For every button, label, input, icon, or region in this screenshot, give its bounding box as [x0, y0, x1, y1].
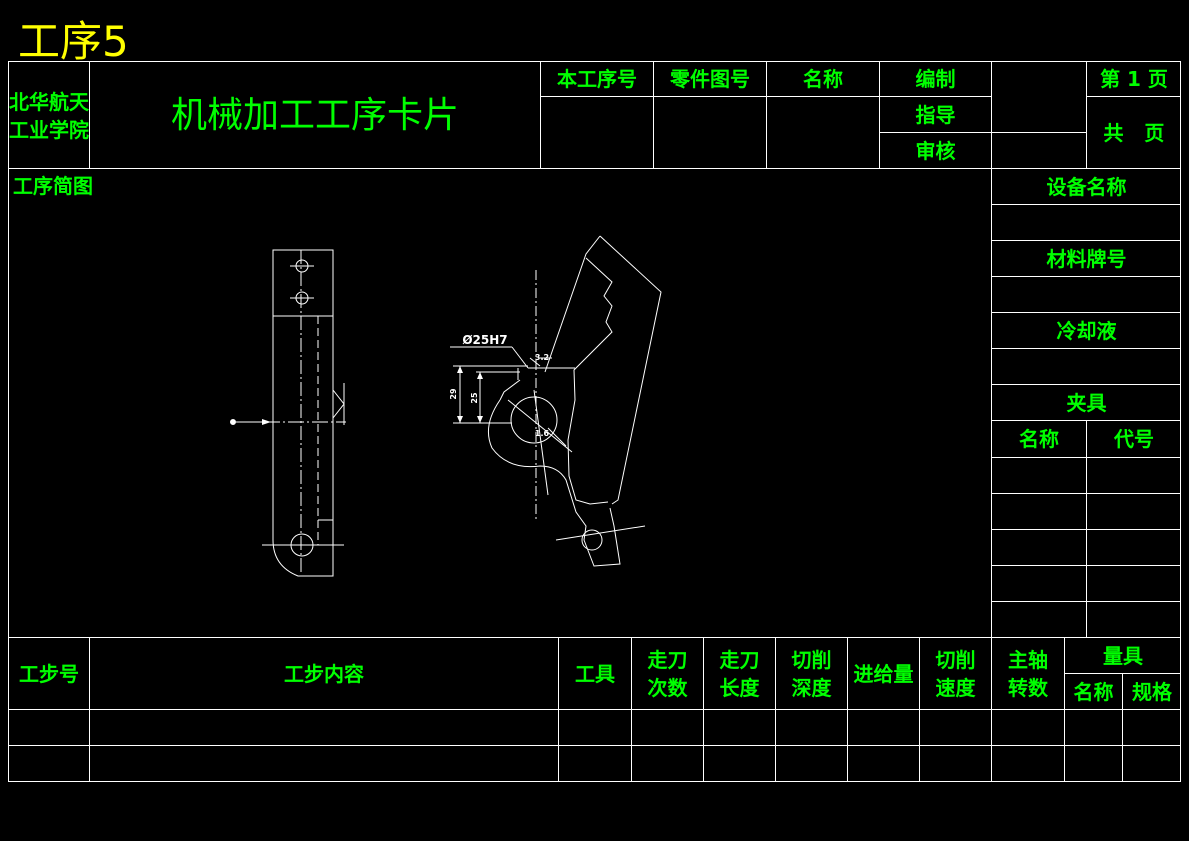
- col-spindle: 主轴 转数: [992, 638, 1064, 709]
- col-length: 走刀 长度: [704, 638, 775, 709]
- col-speed-line-1: 切削: [935, 647, 976, 672]
- col-depth-line-2: 深度: [791, 675, 832, 700]
- header-prepared: 编制: [915, 67, 956, 91]
- sheet-title: 工序5: [18, 17, 129, 66]
- header-op-no: 本工序号: [557, 67, 637, 91]
- col-speed-line-2: 速度: [935, 675, 976, 700]
- col-step-content: 工步内容: [284, 661, 364, 686]
- fixture-label: 夹具: [1066, 390, 1107, 415]
- col-passes: 走刀 次数: [632, 638, 703, 709]
- material-label: 材料牌号: [1046, 246, 1127, 271]
- col-passes-line-2: 次数: [647, 675, 688, 700]
- col-speed: 切削 速度: [920, 638, 991, 709]
- total-pages: 共 页: [1103, 120, 1165, 145]
- col-spindle-line-1: 主轴: [1008, 647, 1048, 672]
- header-part-no: 零件图号: [670, 67, 750, 91]
- header-guidance: 指导: [915, 102, 956, 127]
- col-gauge-name: 名称: [1073, 679, 1114, 704]
- page-number: 第 1 页: [1100, 67, 1168, 91]
- dimension-c: 1.6: [534, 429, 550, 438]
- fixture-name-label: 名称: [1019, 427, 1059, 451]
- col-gauge-spec: 规格: [1132, 679, 1172, 704]
- surface-roughness: 3.2: [534, 353, 550, 362]
- col-feed: 进给量: [853, 661, 914, 686]
- col-depth: 切削 深度: [776, 638, 847, 709]
- col-depth-line-1: 切削: [791, 647, 832, 672]
- sketch-label: 工序简图: [13, 174, 93, 198]
- col-length-line-1: 走刀: [719, 647, 760, 672]
- school-line-1: 北华航天: [9, 90, 89, 114]
- header-name: 名称: [803, 67, 843, 91]
- col-tool: 工具: [575, 661, 615, 686]
- school-name: 北华航天 工业学院: [9, 84, 89, 148]
- col-spindle-line-2: 转数: [1008, 675, 1048, 700]
- coolant-label: 冷却液: [1056, 318, 1117, 343]
- dimension-diameter: Ø25H7: [462, 333, 508, 347]
- col-length-line-2: 长度: [719, 675, 760, 700]
- equipment-label: 设备名称: [1046, 174, 1127, 199]
- fixture-code-label: 代号: [1114, 427, 1154, 451]
- school-line-2: 工业学院: [9, 118, 89, 142]
- col-step-no: 工步号: [19, 661, 79, 686]
- col-passes-line-1: 走刀: [647, 647, 688, 672]
- col-gauge: 量具: [1103, 643, 1143, 668]
- header-review: 审核: [915, 138, 956, 163]
- dimension-b: 25: [470, 392, 479, 404]
- dimension-a: 29: [449, 388, 458, 400]
- card-title: 机械加工工序卡片: [170, 95, 459, 136]
